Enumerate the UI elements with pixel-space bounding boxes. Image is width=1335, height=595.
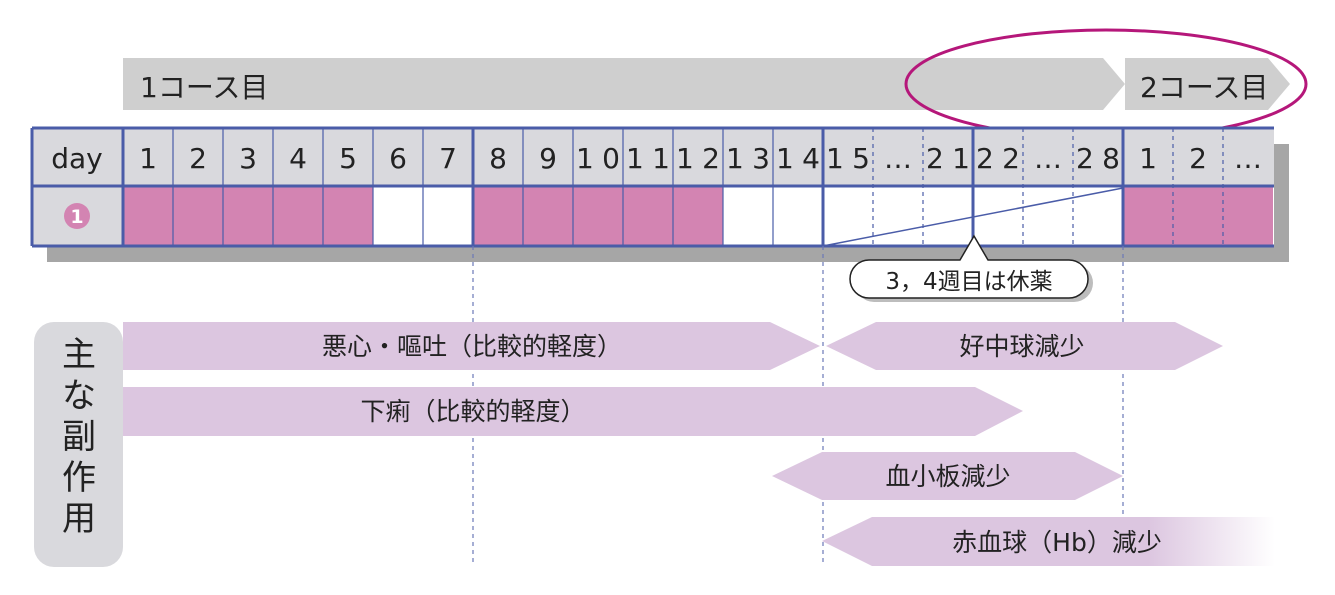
dosing-cells — [123, 186, 1273, 246]
neutropenia-bar — [826, 322, 1223, 370]
day-label: 3 — [239, 142, 257, 175]
day-label: 5 — [339, 142, 357, 175]
nausea-bar — [123, 322, 820, 370]
course2-label: 2コース目 — [1140, 71, 1268, 104]
dosing-cell — [273, 186, 323, 246]
dosing-cell — [1123, 186, 1173, 246]
dosing-cell — [1223, 186, 1273, 246]
diarrhea-bar — [123, 387, 1023, 436]
dosing-cell — [223, 186, 273, 246]
day-label: 1 — [1139, 142, 1157, 175]
dosing-cell — [173, 186, 223, 246]
anemia-bar — [822, 517, 1275, 566]
nausea-label: 悪心・嘔吐（比較的軽度） — [322, 332, 622, 361]
day-label: 4 — [289, 142, 307, 175]
rest-callout-text: 3，4週目は休薬 — [885, 269, 1052, 295]
drug-marker-circle — [64, 203, 90, 229]
side-effects-title-char: な — [62, 376, 96, 416]
dosing-cell — [1173, 186, 1223, 246]
side-effect-bars: 悪心・嘔吐（比較的軽度） 好中球減少 下痢（比較的軽度） 血小板減少 赤血球（H… — [123, 322, 1275, 566]
thrombocytopenia-label: 血小板減少 — [885, 462, 1010, 491]
day-label: 2 — [1189, 142, 1207, 175]
course1-label: 1コース目 — [140, 71, 268, 104]
rest-callout: 3，4週目は休薬 — [849, 234, 1093, 302]
grid-lines — [30, 126, 1274, 248]
day-label: … — [1234, 142, 1262, 175]
course-banner: 1コース目 2コース目 — [123, 28, 1308, 140]
dosing-cell — [323, 186, 373, 246]
day-label: 6 — [389, 142, 407, 175]
day-label: 1 — [139, 142, 157, 175]
course1-arrow — [123, 58, 1125, 110]
dosing-cell — [673, 186, 723, 246]
side-effects-title-char: 作 — [62, 458, 96, 498]
diarrhea-label: 下痢（比較的軽度） — [360, 397, 585, 426]
day-label: … — [1034, 142, 1062, 175]
side-effects-title-char: 副 — [62, 417, 96, 457]
drug-marker: 1 — [70, 206, 83, 228]
rest-period-diagonal — [822, 187, 1124, 247]
header-row-bg — [32, 128, 1274, 186]
guide-lines — [472, 246, 1124, 562]
dosing-cell — [123, 186, 173, 246]
dosing-cell — [473, 186, 523, 246]
day-label: 9 — [539, 142, 557, 175]
neutropenia-label: 好中球減少 — [959, 332, 1084, 361]
dosing-cell — [623, 186, 673, 246]
day-label: 2 — [189, 142, 207, 175]
day-label: 7 — [439, 142, 457, 175]
dosing-cell — [523, 186, 573, 246]
day-label: … — [884, 142, 912, 175]
side-effects-title-char: 用 — [62, 499, 96, 539]
day-label: 8 — [489, 142, 507, 175]
side-effects-title-char: 主 — [62, 335, 96, 375]
anemia-label: 赤血球（Hb）減少 — [952, 528, 1162, 557]
dosing-cell — [573, 186, 623, 246]
course2-arrow — [1125, 58, 1290, 110]
thrombocytopenia-bar — [772, 452, 1123, 500]
row-header-day: day — [51, 142, 103, 175]
